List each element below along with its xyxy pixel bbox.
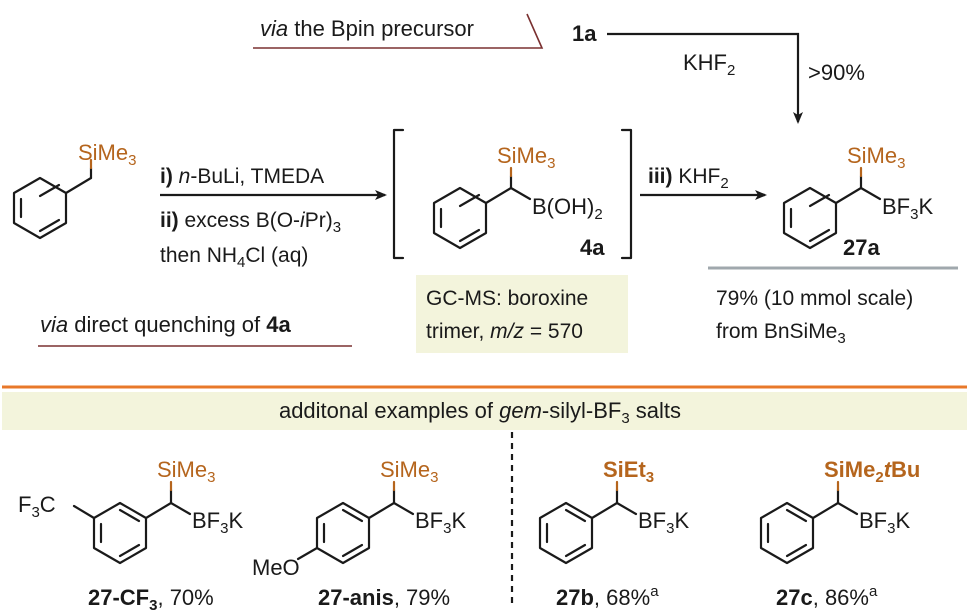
step-i-conditions: i) n-BuLi, TMEDA [160,165,324,188]
svg-text:SiMe3: SiMe3 [380,457,438,486]
svg-text:SiMe3: SiMe3 [78,140,136,169]
svg-text:F3C: F3C [18,492,56,521]
top-reagent: KHF2 [683,50,735,79]
step-iii-conditions: iii) KHF2 [648,165,729,192]
svg-text:SiMe3: SiMe3 [847,143,905,172]
benzyl-trimethylsilane: SiMe3 [12,140,136,240]
svg-text:B(OH)2: B(OH)2 [532,194,603,223]
examples-header: additonal examples of gem-silyl-BF3 salt… [279,398,681,427]
example-27-anis: MeO SiMe3 BF3K 27-anis, 79% [252,457,466,610]
svg-text:27-CF3, 70%: 27-CF3, 70% [88,585,214,613]
svg-text:SiMe2tBu: SiMe2tBu [824,457,920,486]
svg-text:GC-MS: boroxine: GC-MS: boroxine [426,287,588,310]
svg-text:27c, 86%a: 27c, 86%a [776,583,878,610]
compound-1a-label: 1a [572,21,597,46]
svg-text:BF3K: BF3K [859,508,910,537]
gcms-note: GC-MS: boroxine trimer, m/z = 570 [416,275,628,353]
product-27a: SiMe3 BF3K 27a [782,143,933,260]
step-ii-conditions: ii) excess B(O-iPr)3 [160,209,341,236]
example-27-cf3: F3C SiMe3 BF3K 27-CF3, 70% [18,457,243,613]
example-27c: SiMe2tBu BF3K 27c, 86%a [759,457,920,610]
svg-text:via direct quenching of 4a: via direct quenching of 4a [40,312,292,337]
svg-text:via the Bpin precursor: via the Bpin precursor [260,16,474,41]
svg-text:SiEt3: SiEt3 [603,457,654,486]
svg-text:27-anis, 79%: 27-anis, 79% [318,585,450,610]
route-top-label: via the Bpin precursor [253,13,544,49]
svg-text:BF3K: BF3K [882,194,933,223]
svg-text:BF3K: BF3K [192,508,243,537]
svg-text:BF3K: BF3K [638,508,689,537]
top-yield: >90% [808,60,865,85]
product-yield-line1: 79% (10 mmol scale) [716,287,913,310]
examples-header-band [2,392,967,430]
svg-text:MeO: MeO [252,555,300,580]
product-yield-line2: from BnSiMe3 [716,320,846,347]
svg-text:trimer, m/z = 570: trimer, m/z = 570 [426,320,583,343]
svg-text:27b, 68%a: 27b, 68%a [556,583,659,610]
svg-text:SiMe3: SiMe3 [157,457,215,486]
svg-text:BF3K: BF3K [415,508,466,537]
intermediate-4a: SiMe3 B(OH)2 4a [392,128,633,260]
step-then-conditions: then NH4Cl (aq) [160,244,308,271]
example-27b: SiEt3 BF3K 27b, 68%a [538,457,689,610]
svg-text:4a: 4a [580,235,605,260]
svg-text:27a: 27a [843,235,880,260]
route-bottom-label: via direct quenching of 4a [38,312,352,347]
top-route-arrow [607,32,803,124]
svg-text:SiMe3: SiMe3 [497,143,555,172]
